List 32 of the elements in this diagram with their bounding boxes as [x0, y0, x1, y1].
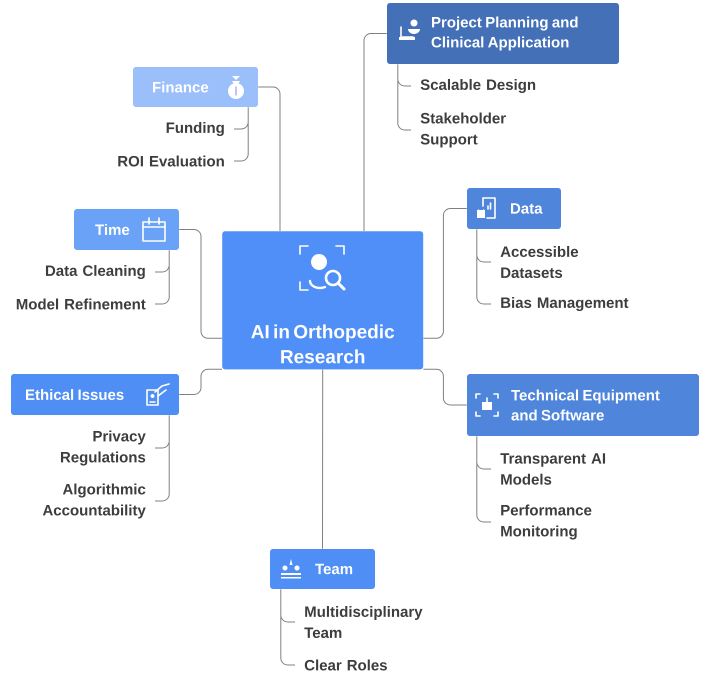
item-label: Bias Management [501, 296, 628, 312]
item-label: Transparent AI Models [500, 453, 606, 485]
connector-line [476, 436, 492, 522]
item-label: Clear Roles [304, 659, 387, 670]
item-label: Stakeholder Support [420, 112, 506, 148]
connector-line [280, 588, 296, 666]
category-box: Finance [133, 67, 258, 107]
category-box: Team [270, 549, 375, 589]
connector-line [178, 229, 222, 339]
connector-line [397, 64, 412, 130]
item-label: Privacy Regulations [60, 430, 146, 466]
item-label: Algorithmic Accountability [42, 484, 146, 518]
category-box: Project Planning and Clinical Application [387, 3, 619, 64]
item-label: Model Refinement [16, 298, 146, 310]
connector-line [154, 414, 170, 502]
item-label: Scalable Design [420, 78, 536, 94]
category-box: Technical Equipment and Software [467, 374, 699, 436]
item-label: ROI Evaluation [118, 156, 224, 166]
connector-line [322, 369, 324, 550]
item-label: Performance Monitoring [501, 504, 592, 540]
category-box: Ethical Issues [11, 374, 179, 415]
connector-line [476, 228, 492, 304]
connector-line [154, 250, 170, 304]
item-label: Multidisciplinary Team [304, 606, 422, 638]
item-label: Accessible Datasets [500, 246, 578, 278]
category-box: Data [467, 188, 561, 229]
connector-line [234, 106, 249, 162]
item-label: Funding [166, 122, 224, 136]
connector-line [422, 208, 468, 339]
topic-box: AI in Orthopedic Research [222, 231, 424, 370]
item-label: Data Cleaning [46, 264, 145, 280]
category-box: Time [74, 209, 179, 250]
